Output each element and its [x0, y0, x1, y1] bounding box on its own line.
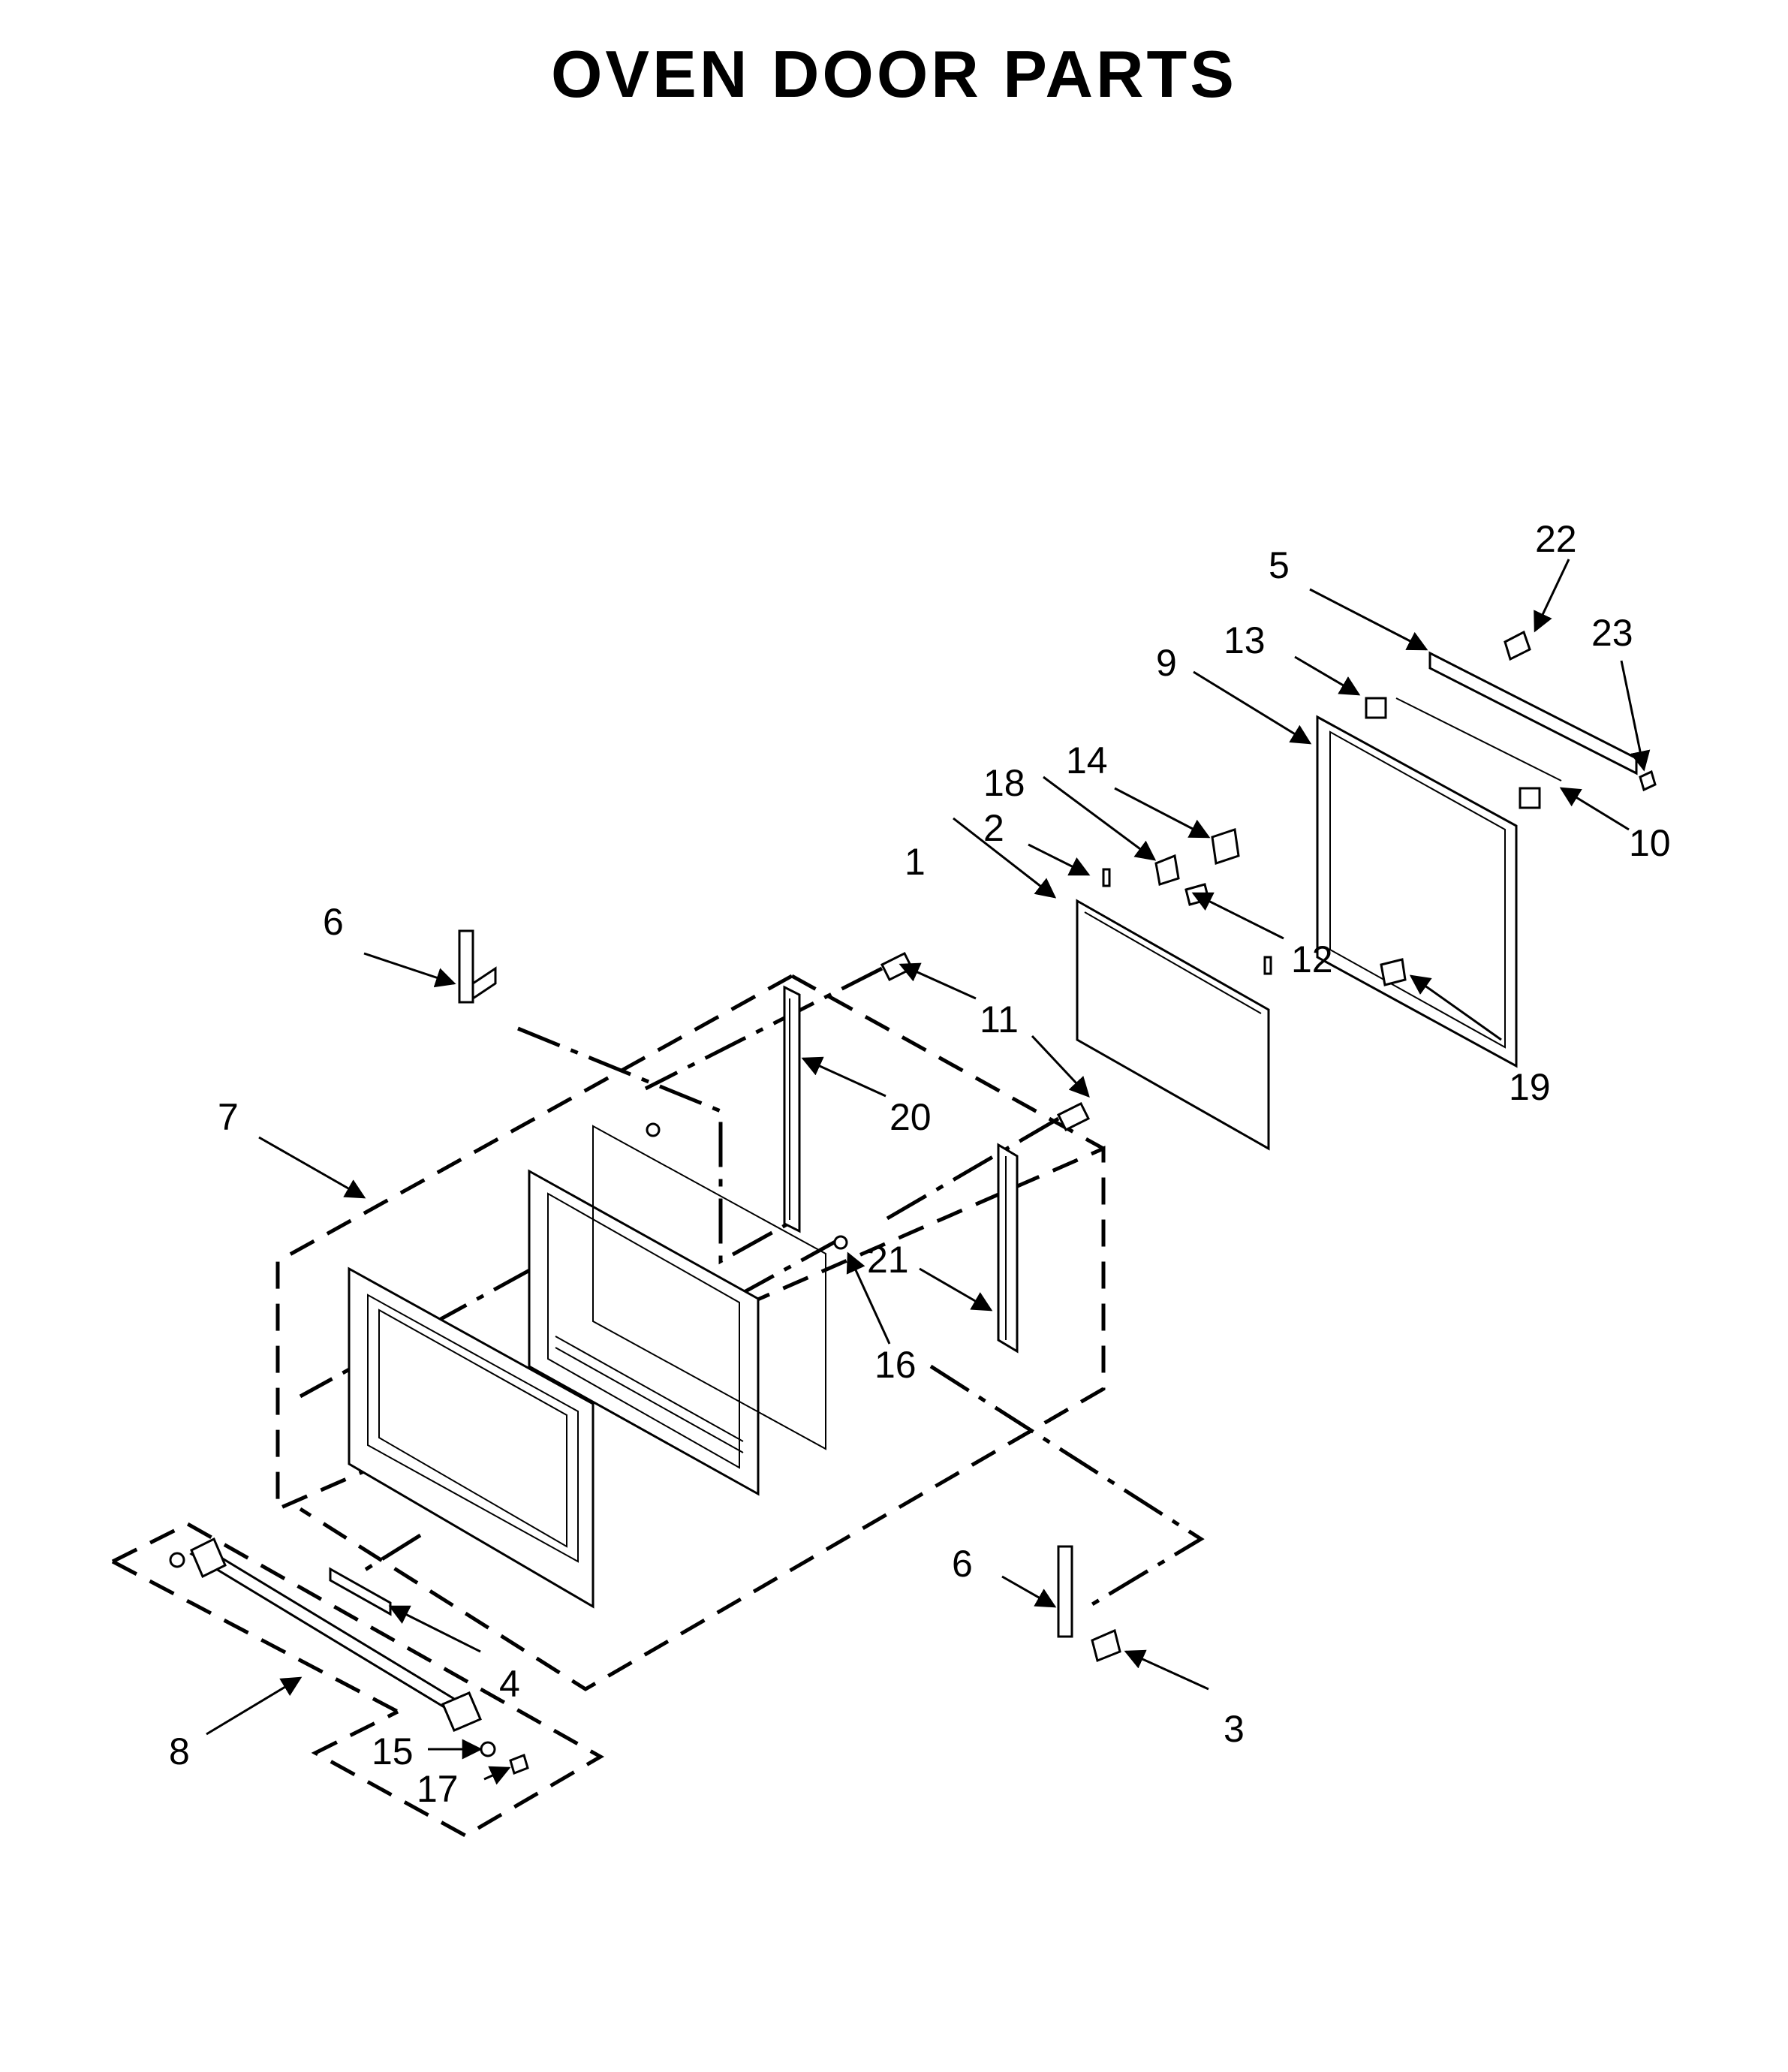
outer-door-panel [348, 1266, 594, 1609]
callout-16: 16 [874, 1344, 917, 1386]
door-liner-1 [1076, 899, 1270, 1151]
callout-22: 22 [1535, 518, 1577, 560]
callout-11: 11 [980, 998, 1019, 1041]
assembly-outline-door [275, 974, 1106, 1691]
callout-labels: 1 2 3 4 5 6 6 7 8 9 10 11 12 13 14 15 16… [169, 518, 1671, 1810]
hinge-6-upper [458, 929, 497, 1004]
callout-3: 3 [1224, 1708, 1245, 1750]
spacer-2 [1102, 868, 1111, 887]
leader-lines [206, 559, 1651, 1785]
callout-9: 9 [1156, 642, 1177, 684]
seal-10 [1395, 697, 1562, 782]
left-hinge-channel [783, 985, 801, 1233]
screw-3 [1091, 1628, 1121, 1663]
screw-17 [509, 1754, 529, 1775]
callout-5: 5 [1269, 544, 1290, 586]
right-hinge-channel [997, 1143, 1019, 1354]
callout-20: 20 [889, 1096, 932, 1138]
callout-7: 7 [218, 1096, 239, 1138]
callout-2: 2 [983, 807, 1004, 849]
inner-glass [592, 1125, 826, 1450]
clip-14 [1211, 828, 1240, 865]
pad-13 [1365, 697, 1387, 719]
washer-15 [480, 1741, 496, 1757]
spacer-2b [1263, 956, 1272, 975]
callout-21: 21 [867, 1239, 909, 1281]
inner-door-frame [528, 1169, 760, 1496]
vent-trim-5 [1428, 651, 1638, 775]
callout-23: 23 [1591, 612, 1633, 654]
callout-13: 13 [1224, 619, 1266, 661]
callout-1: 1 [905, 841, 926, 883]
pad-13b [1519, 787, 1541, 809]
callout-12: 12 [1291, 938, 1333, 980]
door-handle [189, 1537, 482, 1732]
screw-22 [1504, 630, 1531, 661]
screw-11-lower [1056, 1101, 1091, 1132]
hinge-6-lower [1057, 1545, 1073, 1638]
callout-19: 19 [1509, 1066, 1551, 1108]
bracket-18 [1154, 854, 1180, 886]
washer-16 [833, 1235, 848, 1250]
callout-8: 8 [169, 1730, 190, 1772]
handle-washer-end [169, 1552, 185, 1568]
callout-6-lower: 6 [952, 1543, 973, 1585]
screw-23 [1639, 769, 1657, 792]
outer-glass-9 [1316, 715, 1518, 1068]
callout-6-upper: 6 [323, 901, 344, 943]
callout-17: 17 [417, 1768, 459, 1810]
callout-14: 14 [1066, 739, 1108, 782]
washer-upper [646, 1122, 661, 1137]
callout-4: 4 [499, 1663, 520, 1705]
assembly-outline-handle [111, 1522, 605, 1838]
callout-18: 18 [983, 762, 1025, 804]
callout-10: 10 [1629, 822, 1671, 864]
page-title: OVEN DOOR PARTS [550, 37, 1237, 111]
callout-15: 15 [372, 1730, 414, 1772]
bumper-19 [1380, 958, 1407, 986]
